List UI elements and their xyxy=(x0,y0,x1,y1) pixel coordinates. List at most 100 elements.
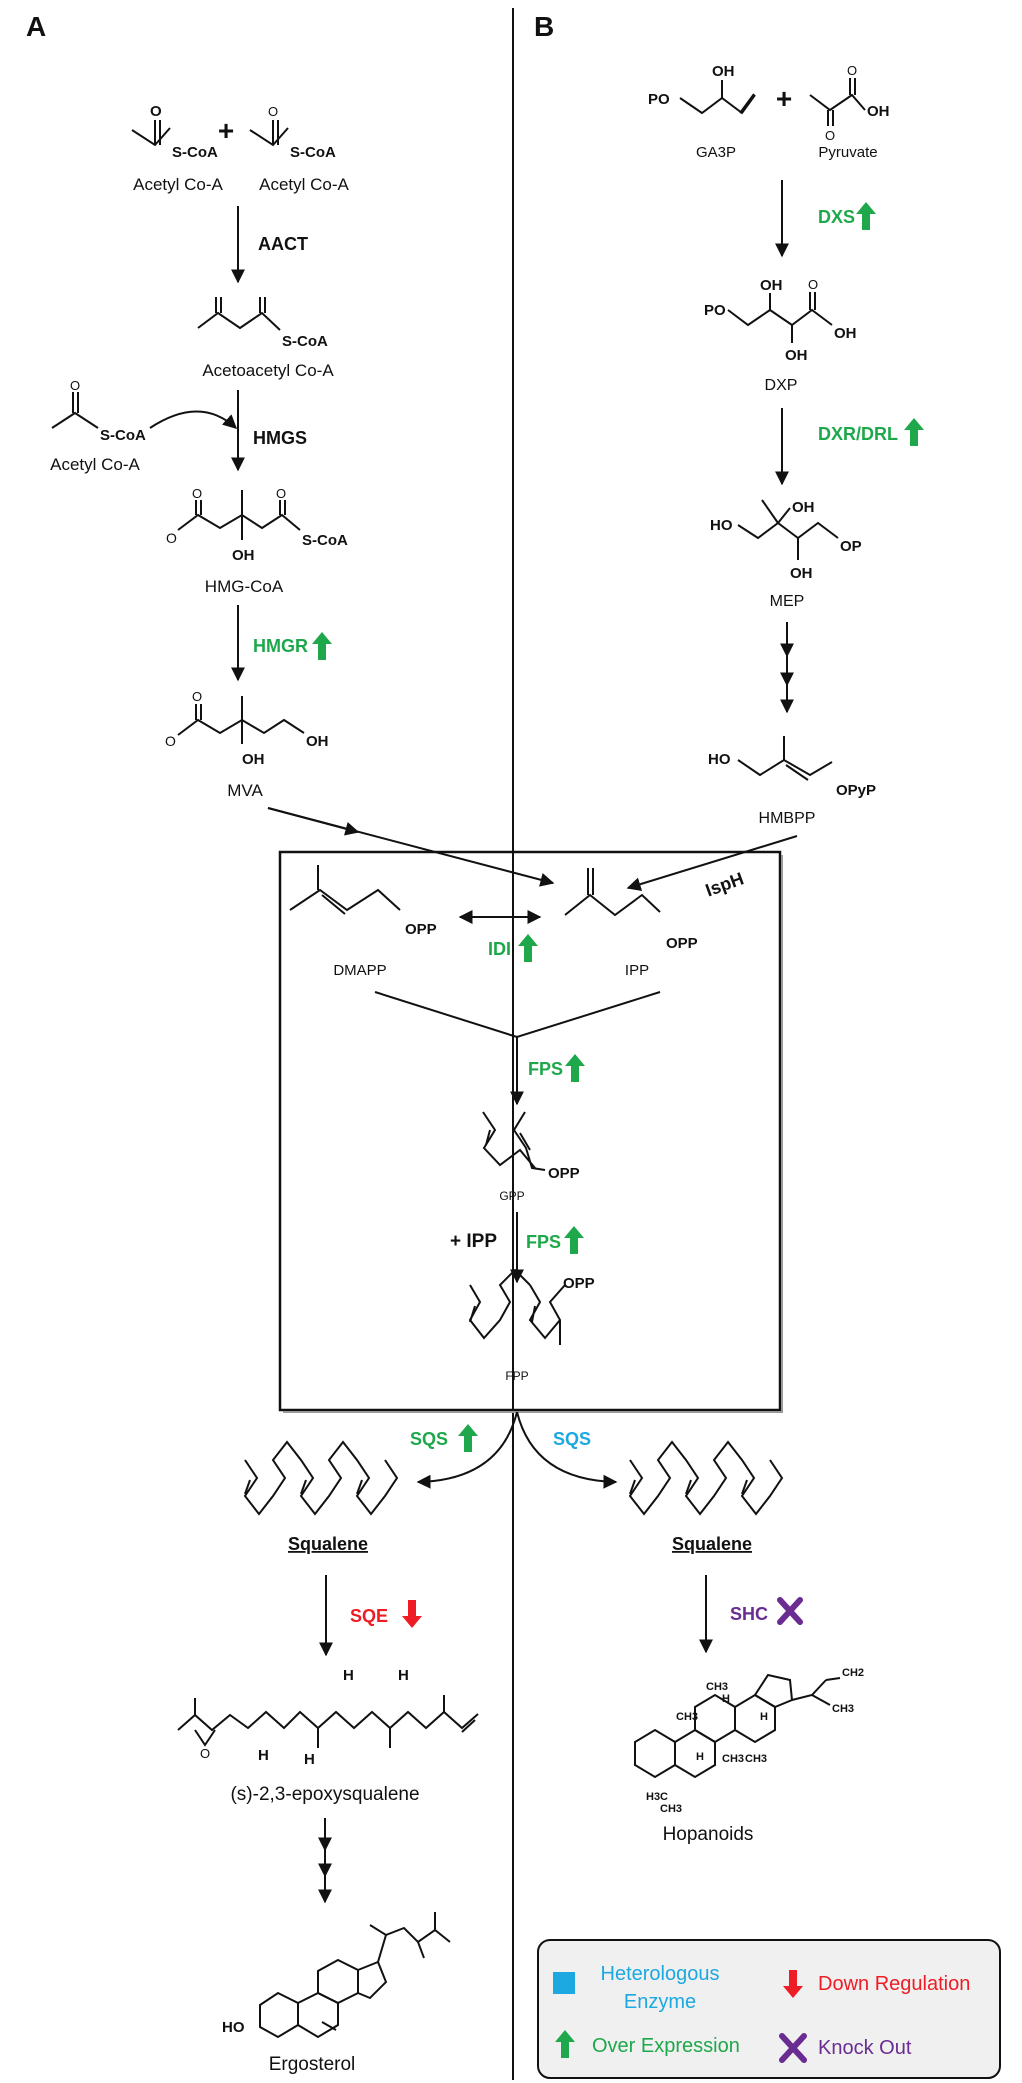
arrow-sqs-left xyxy=(416,1411,518,1489)
acetyl-coa-structure-2: O S-CoA xyxy=(249,104,336,161)
compound-acetyl-coa-2: Acetyl Co-A xyxy=(259,175,349,194)
legend-heterologous-label-line1: Heterologous xyxy=(601,1963,720,1985)
ergosterol-structure: HO xyxy=(222,1912,451,2039)
gpp-structure: OPP xyxy=(482,1111,580,1182)
svg-text:S-CoA: S-CoA xyxy=(172,144,218,161)
svg-text:OP: OP xyxy=(840,538,862,555)
svg-text:H: H xyxy=(760,1711,768,1723)
arrow-hmbpp-to-ipp xyxy=(626,835,798,891)
enzyme-shc: SHC xyxy=(730,1604,768,1624)
svg-text:O: O xyxy=(150,103,162,120)
svg-text:CH3: CH3 xyxy=(706,1681,728,1693)
svg-text:H: H xyxy=(696,1751,704,1763)
svg-text:OH: OH xyxy=(242,751,265,768)
svg-text:H: H xyxy=(343,1667,354,1684)
epoxysqualene-structure: O H H H H xyxy=(177,1667,479,1768)
compound-epoxysqualene: (s)-2,3-epoxysqualene xyxy=(230,1784,419,1805)
arrow-sqs-right xyxy=(516,1411,618,1489)
arrow-merge-to-gpp xyxy=(374,991,661,1039)
legend: Heterologous Enzyme Over Expression Down… xyxy=(537,1939,1001,2079)
svg-text:OH: OH xyxy=(785,347,808,364)
hopanoid-structure: H3C CH3 CH3 CH3 CH3 CH3 H H H CH2 CH3 xyxy=(634,1667,864,1815)
svg-text:OH: OH xyxy=(792,499,815,516)
svg-text:H: H xyxy=(398,1667,409,1684)
svg-text:OPyP: OPyP xyxy=(836,782,876,799)
mep-structure: HO OH OH OP xyxy=(710,499,862,582)
svg-text:O: O xyxy=(192,486,202,501)
legend-knock-out-label: Knock Out xyxy=(818,2037,912,2059)
dxp-structure: PO OH OH O OH xyxy=(704,277,857,364)
plus-ipp-label: + IPP xyxy=(450,1231,497,1252)
svg-text:H: H xyxy=(304,1751,315,1768)
hmgr-over-expression-icon xyxy=(312,632,332,660)
svg-text:O: O xyxy=(192,689,202,704)
svg-text:O: O xyxy=(847,63,857,78)
dxr-over-expression-icon xyxy=(904,418,924,446)
dxs-over-expression-icon xyxy=(856,202,876,230)
svg-text:S-CoA: S-CoA xyxy=(100,427,146,444)
svg-text:HO: HO xyxy=(222,2019,245,2036)
svg-text:CH3: CH3 xyxy=(832,1703,854,1715)
compound-dmapp: DMAPP xyxy=(333,962,386,979)
enzyme-fps-2: FPS xyxy=(526,1232,561,1252)
enzyme-idi: IDI xyxy=(488,939,511,959)
svg-text:S-CoA: S-CoA xyxy=(282,333,328,350)
svg-text:CH3: CH3 xyxy=(676,1711,698,1723)
svg-text:CH2: CH2 xyxy=(842,1667,864,1679)
shc-knock-out-icon xyxy=(777,1597,803,1625)
compound-mep: MEP xyxy=(770,593,805,610)
sqs-over-expression-icon xyxy=(458,1424,478,1452)
svg-text:OH: OH xyxy=(790,565,813,582)
squalene-structure-right xyxy=(628,1440,784,1516)
plus-sign-1: + xyxy=(218,115,234,146)
svg-text:CH3: CH3 xyxy=(660,1803,682,1815)
svg-text:O: O xyxy=(268,104,278,119)
legend-heterologous-label-line2: Enzyme xyxy=(624,1991,696,2013)
svg-text:S-CoA: S-CoA xyxy=(290,144,336,161)
enzyme-aact: AACT xyxy=(258,234,308,254)
svg-text:OH: OH xyxy=(306,733,329,750)
svg-text:PO: PO xyxy=(648,91,670,108)
svg-text:H: H xyxy=(722,1693,730,1705)
svg-text:HO: HO xyxy=(710,517,733,534)
svg-text:CH3: CH3 xyxy=(722,1753,744,1765)
svg-text:OH: OH xyxy=(712,63,735,80)
svg-text:OPP: OPP xyxy=(405,921,437,938)
acetyl-coa-structure-1: O S-CoA xyxy=(131,103,218,161)
legend-heterologous-swatch xyxy=(553,1972,575,1994)
compound-hmg-coa: HMG-CoA xyxy=(205,577,284,596)
svg-text:O: O xyxy=(276,486,286,501)
acetyl-coa-structure-3: O S-CoA xyxy=(51,378,146,444)
svg-text:OPP: OPP xyxy=(563,1275,595,1292)
legend-over-expression-label: Over Expression xyxy=(592,2035,740,2057)
svg-text:H3C: H3C xyxy=(646,1791,668,1803)
svg-text:OH: OH xyxy=(834,325,857,342)
compound-fpp: FPP xyxy=(505,1369,528,1383)
ipp-structure: OPP xyxy=(564,868,698,952)
panel-label-a: A xyxy=(26,11,46,42)
arrow-mva-tick xyxy=(267,807,360,836)
compound-pyruvate: Pyruvate xyxy=(818,144,877,161)
svg-text:O: O xyxy=(825,128,835,143)
svg-text:O: O xyxy=(808,277,818,292)
compound-gpp: GPP xyxy=(499,1189,524,1203)
squalene-structure-left xyxy=(243,1440,399,1516)
hmg-coa-structure: O O O OH S-CoA xyxy=(166,486,348,564)
svg-text:PO: PO xyxy=(704,302,726,319)
compound-ipp: IPP xyxy=(625,962,649,979)
fps-2-over-expression-icon xyxy=(564,1226,584,1254)
plus-sign-2: + xyxy=(776,83,792,114)
compound-hmbpp: HMBPP xyxy=(759,810,816,827)
svg-text:OPP: OPP xyxy=(666,935,698,952)
svg-text:HO: HO xyxy=(708,751,731,768)
pyruvate-structure: O O OH xyxy=(809,63,890,143)
svg-text:O: O xyxy=(165,733,176,749)
svg-text:O: O xyxy=(70,378,80,393)
enzyme-hmgs: HMGS xyxy=(253,428,307,448)
panel-label-b: B xyxy=(534,11,554,42)
ga3p-structure: PO OH xyxy=(648,63,756,115)
compound-squalene-left: Squalene xyxy=(288,1534,368,1554)
arrow-acetyl-join xyxy=(149,410,238,429)
fpp-structure: OPP xyxy=(468,1268,595,1345)
enzyme-sqe: SQE xyxy=(350,1606,388,1626)
